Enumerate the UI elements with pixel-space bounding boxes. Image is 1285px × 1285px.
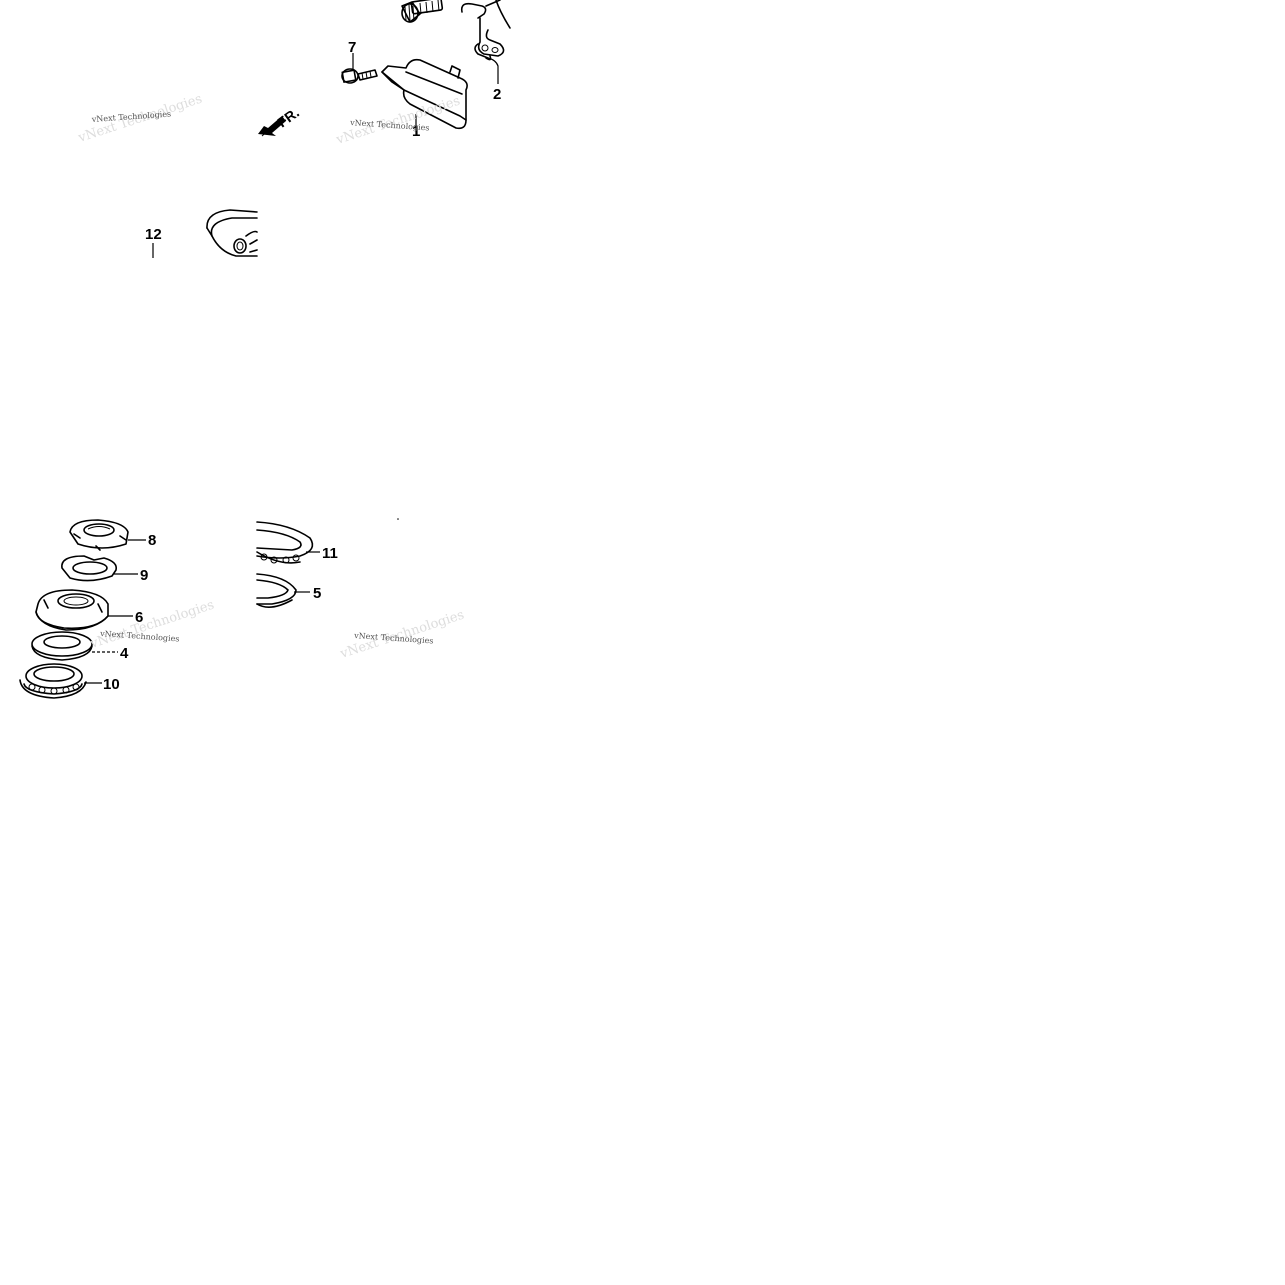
bolt-7	[341, 68, 378, 84]
callout-6: 6	[135, 609, 143, 626]
front-direction-arrow	[258, 116, 286, 137]
callout-8: 8	[148, 532, 156, 549]
top-panel: FR.	[258, 0, 511, 137]
callout-2: 2	[493, 86, 501, 103]
callout-1: 1	[412, 123, 420, 140]
callout-5: 5	[313, 585, 321, 602]
bearing-stack	[19, 519, 129, 699]
callout-9: 9	[140, 567, 148, 584]
race-part-5	[256, 573, 297, 608]
bearing-part-11	[256, 521, 314, 564]
callout-12: 12	[145, 226, 162, 243]
callout-4: 4	[120, 645, 129, 662]
leader-lines	[84, 53, 499, 684]
bearing-part-10	[19, 663, 87, 699]
lock-nut-part-8	[69, 519, 129, 551]
callout-numbers: 7 2 1 12 8 9 6 4 10 11 5	[103, 39, 501, 693]
callout-11: 11	[322, 545, 338, 562]
steering-head-fragment	[206, 209, 258, 257]
bolt-part	[401, 0, 444, 23]
cover-part-1	[381, 58, 468, 130]
race-fragment	[256, 518, 399, 608]
watermark-ghost: vNext Technologies	[88, 598, 216, 652]
bracket-part	[460, 0, 511, 61]
lock-washer-part-9	[61, 555, 118, 582]
callout-7: 7	[348, 39, 356, 56]
adjusting-nut-part-6	[35, 589, 109, 631]
callout-10: 10	[103, 676, 120, 693]
dust-seal-part-4	[31, 631, 93, 661]
